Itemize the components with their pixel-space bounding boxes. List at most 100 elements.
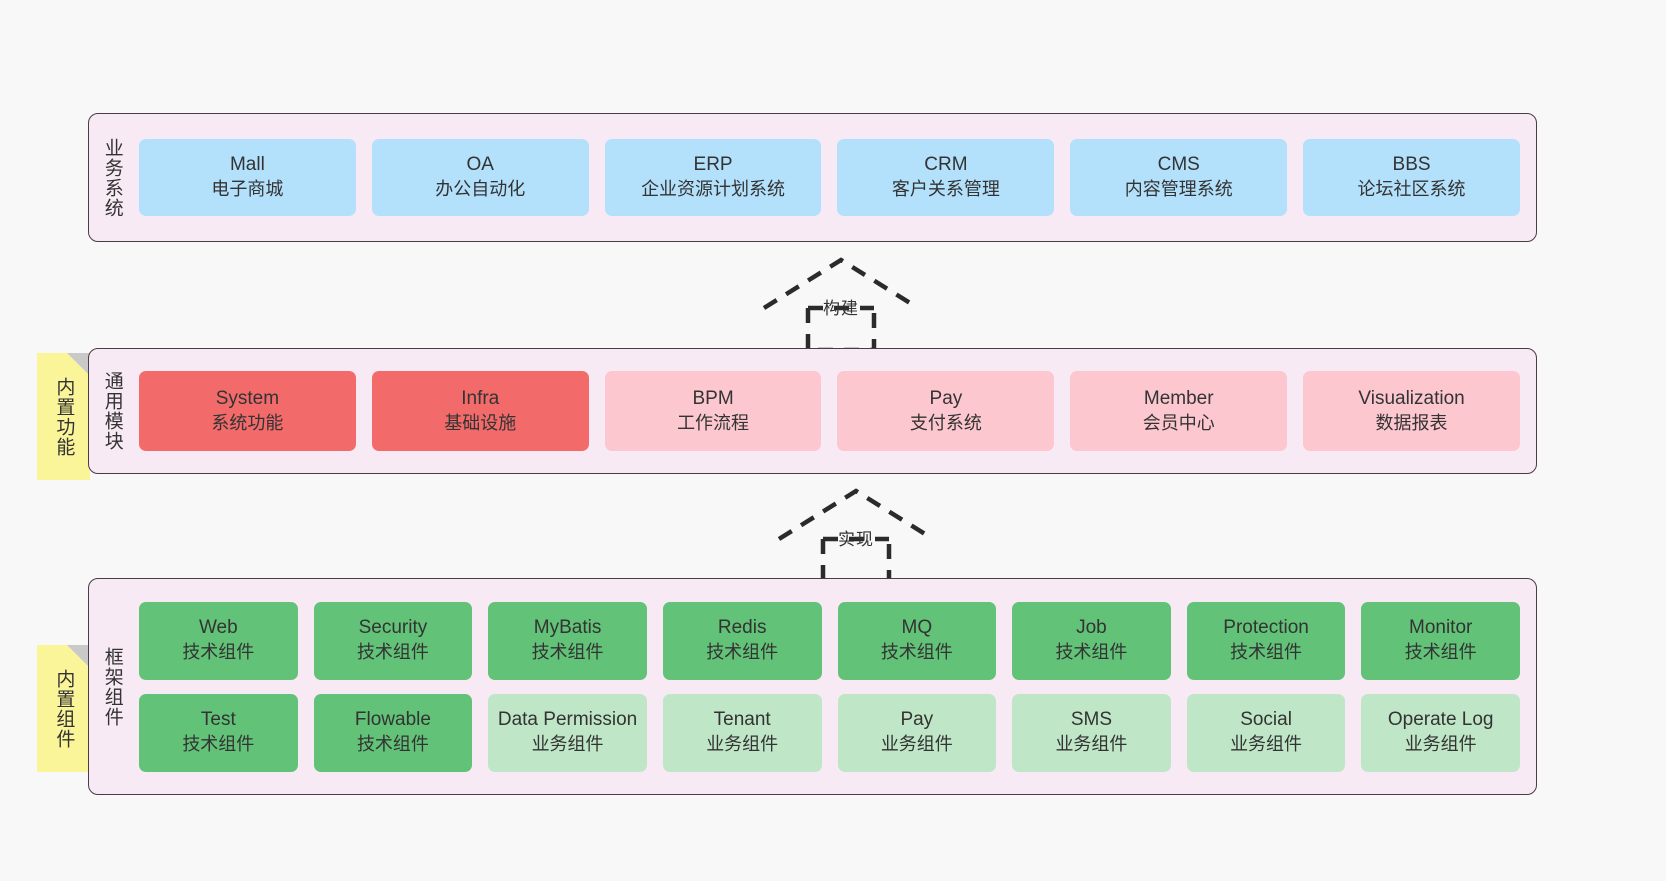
note-text: 内置功能: [53, 376, 75, 457]
card-title: MyBatis: [533, 617, 602, 639]
card-pay-business[interactable]: Pay 业务组件: [837, 693, 997, 772]
card-subtitle: 企业资源计划系统: [641, 179, 786, 200]
card-operate-log[interactable]: Operate Log 业务组件: [1361, 693, 1520, 772]
card-subtitle: 技术组件: [1404, 642, 1477, 663]
card-title: Test: [200, 709, 236, 731]
card-oa[interactable]: OA 办公自动化: [371, 139, 589, 216]
card-crm[interactable]: CRM 客户关系管理: [837, 139, 1055, 216]
card-subtitle: 业务组件: [706, 734, 779, 755]
layer-title-business: 业务系统: [101, 137, 123, 218]
card-row: Web 技术组件 Security 技术组件 MyBatis 技术组件 Redi…: [139, 601, 1520, 680]
card-title: ERP: [693, 154, 733, 176]
note-builtin-component: 内置组件: [37, 645, 90, 772]
note-text: 内置组件: [53, 668, 75, 749]
card-subtitle: 业务组件: [1055, 734, 1128, 755]
card-erp[interactable]: ERP 企业资源计划系统: [604, 139, 822, 216]
card-subtitle: 技术组件: [1055, 642, 1128, 663]
card-title: Pay: [929, 387, 963, 409]
card-subtitle: 会员中心: [1142, 412, 1215, 433]
card-subtitle: 技术组件: [531, 642, 604, 663]
card-subtitle: 技术组件: [880, 642, 953, 663]
layer-common-module[interactable]: 通用模块 System 系统功能 Infra 基础设施 BPM 工作流程 Pay…: [88, 348, 1537, 474]
card-pay[interactable]: Pay 支付系统: [837, 371, 1055, 451]
card-title: Protection: [1223, 617, 1309, 639]
card-redis[interactable]: Redis 技术组件: [662, 601, 822, 680]
card-security[interactable]: Security 技术组件: [313, 601, 473, 680]
card-title: Visualization: [1358, 387, 1465, 409]
card-title: Job: [1076, 617, 1107, 639]
card-title: Operate Log: [1387, 709, 1494, 731]
card-system[interactable]: System 系统功能: [139, 371, 356, 451]
card-subtitle: 业务组件: [531, 734, 604, 755]
card-subtitle: 内容管理系统: [1124, 179, 1233, 200]
card-monitor[interactable]: Monitor 技术组件: [1361, 601, 1520, 680]
card-title: BBS: [1392, 154, 1431, 176]
card-title: Flowable: [354, 709, 431, 731]
card-visualization[interactable]: Visualization 数据报表: [1303, 371, 1520, 451]
card-title: OA: [466, 154, 494, 176]
card-title: Pay: [900, 709, 934, 731]
card-title: SMS: [1070, 709, 1113, 731]
card-title: Member: [1143, 387, 1214, 409]
card-tenant[interactable]: Tenant 业务组件: [662, 693, 822, 772]
card-web[interactable]: Web 技术组件: [139, 601, 298, 680]
layer-title-common: 通用模块: [101, 371, 123, 451]
card-subtitle: 基础设施: [444, 412, 517, 433]
card-job[interactable]: Job 技术组件: [1012, 601, 1171, 680]
card-subtitle: 业务组件: [880, 734, 953, 755]
card-title: CMS: [1157, 154, 1200, 176]
card-subtitle: 技术组件: [1230, 642, 1303, 663]
card-subtitle: 技术组件: [182, 642, 255, 663]
card-title: Monitor: [1409, 617, 1473, 639]
card-row: Test 技术组件 Flowable 技术组件 Data Permission …: [139, 693, 1520, 772]
card-subtitle: 数据报表: [1375, 412, 1448, 433]
card-title: Redis: [717, 617, 767, 639]
card-subtitle: 技术组件: [182, 734, 255, 755]
connector-implement: 实现: [771, 487, 941, 585]
card-title: BPM: [692, 387, 734, 409]
layer-framework-component[interactable]: 框架组件 Web 技术组件 Security 技术组件 MyBatis 技术组件…: [88, 578, 1537, 795]
card-title: Data Permission: [497, 709, 638, 731]
card-title: Tenant: [713, 709, 771, 731]
layer-body-common: System 系统功能 Infra 基础设施 BPM 工作流程 Pay 支付系统…: [135, 349, 1536, 473]
card-protection[interactable]: Protection 技术组件: [1186, 601, 1346, 680]
layer-body-business: Mall 电子商城 OA 办公自动化 ERP 企业资源计划系统 CRM 客户关系…: [135, 114, 1536, 241]
card-row: Mall 电子商城 OA 办公自动化 ERP 企业资源计划系统 CRM 客户关系…: [139, 139, 1520, 216]
card-subtitle: 支付系统: [909, 412, 982, 433]
note-builtin-function: 内置功能: [37, 353, 90, 480]
connector-build: 构建: [756, 256, 926, 354]
card-subtitle: 工作流程: [677, 412, 750, 433]
card-data-permission[interactable]: Data Permission 业务组件: [488, 693, 647, 772]
card-subtitle: 客户关系管理: [891, 179, 1000, 200]
layer-business-system[interactable]: 业务系统 Mall 电子商城 OA 办公自动化 ERP 企业资源计划系统 CRM…: [88, 113, 1537, 242]
card-title: Web: [198, 617, 238, 639]
card-member[interactable]: Member 会员中心: [1070, 371, 1288, 451]
card-title: Security: [358, 617, 428, 639]
card-sms[interactable]: SMS 业务组件: [1012, 693, 1171, 772]
card-subtitle: 技术组件: [356, 734, 429, 755]
card-infra[interactable]: Infra 基础设施: [371, 371, 589, 451]
layer-body-framework: Web 技术组件 Security 技术组件 MyBatis 技术组件 Redi…: [135, 579, 1536, 794]
card-subtitle: 业务组件: [1230, 734, 1303, 755]
card-title: Social: [1240, 709, 1292, 731]
card-title: Mall: [229, 154, 265, 176]
card-title: System: [215, 387, 280, 409]
card-flowable[interactable]: Flowable 技术组件: [313, 693, 473, 772]
card-mq[interactable]: MQ 技术组件: [837, 601, 997, 680]
card-subtitle: 系统功能: [211, 412, 284, 433]
card-social[interactable]: Social 业务组件: [1186, 693, 1346, 772]
card-cms[interactable]: CMS 内容管理系统: [1070, 139, 1288, 216]
card-subtitle: 技术组件: [356, 642, 429, 663]
card-subtitle: 电子商城: [211, 179, 284, 200]
card-row: System 系统功能 Infra 基础设施 BPM 工作流程 Pay 支付系统…: [139, 371, 1520, 451]
card-title: MQ: [901, 617, 933, 639]
card-bbs[interactable]: BBS 论坛社区系统: [1303, 139, 1520, 216]
card-test[interactable]: Test 技术组件: [139, 693, 298, 772]
card-subtitle: 技术组件: [706, 642, 779, 663]
card-mall[interactable]: Mall 电子商城: [139, 139, 356, 216]
card-bpm[interactable]: BPM 工作流程: [604, 371, 822, 451]
card-subtitle: 业务组件: [1404, 734, 1477, 755]
card-title: CRM: [924, 154, 968, 176]
card-mybatis[interactable]: MyBatis 技术组件: [488, 601, 647, 680]
